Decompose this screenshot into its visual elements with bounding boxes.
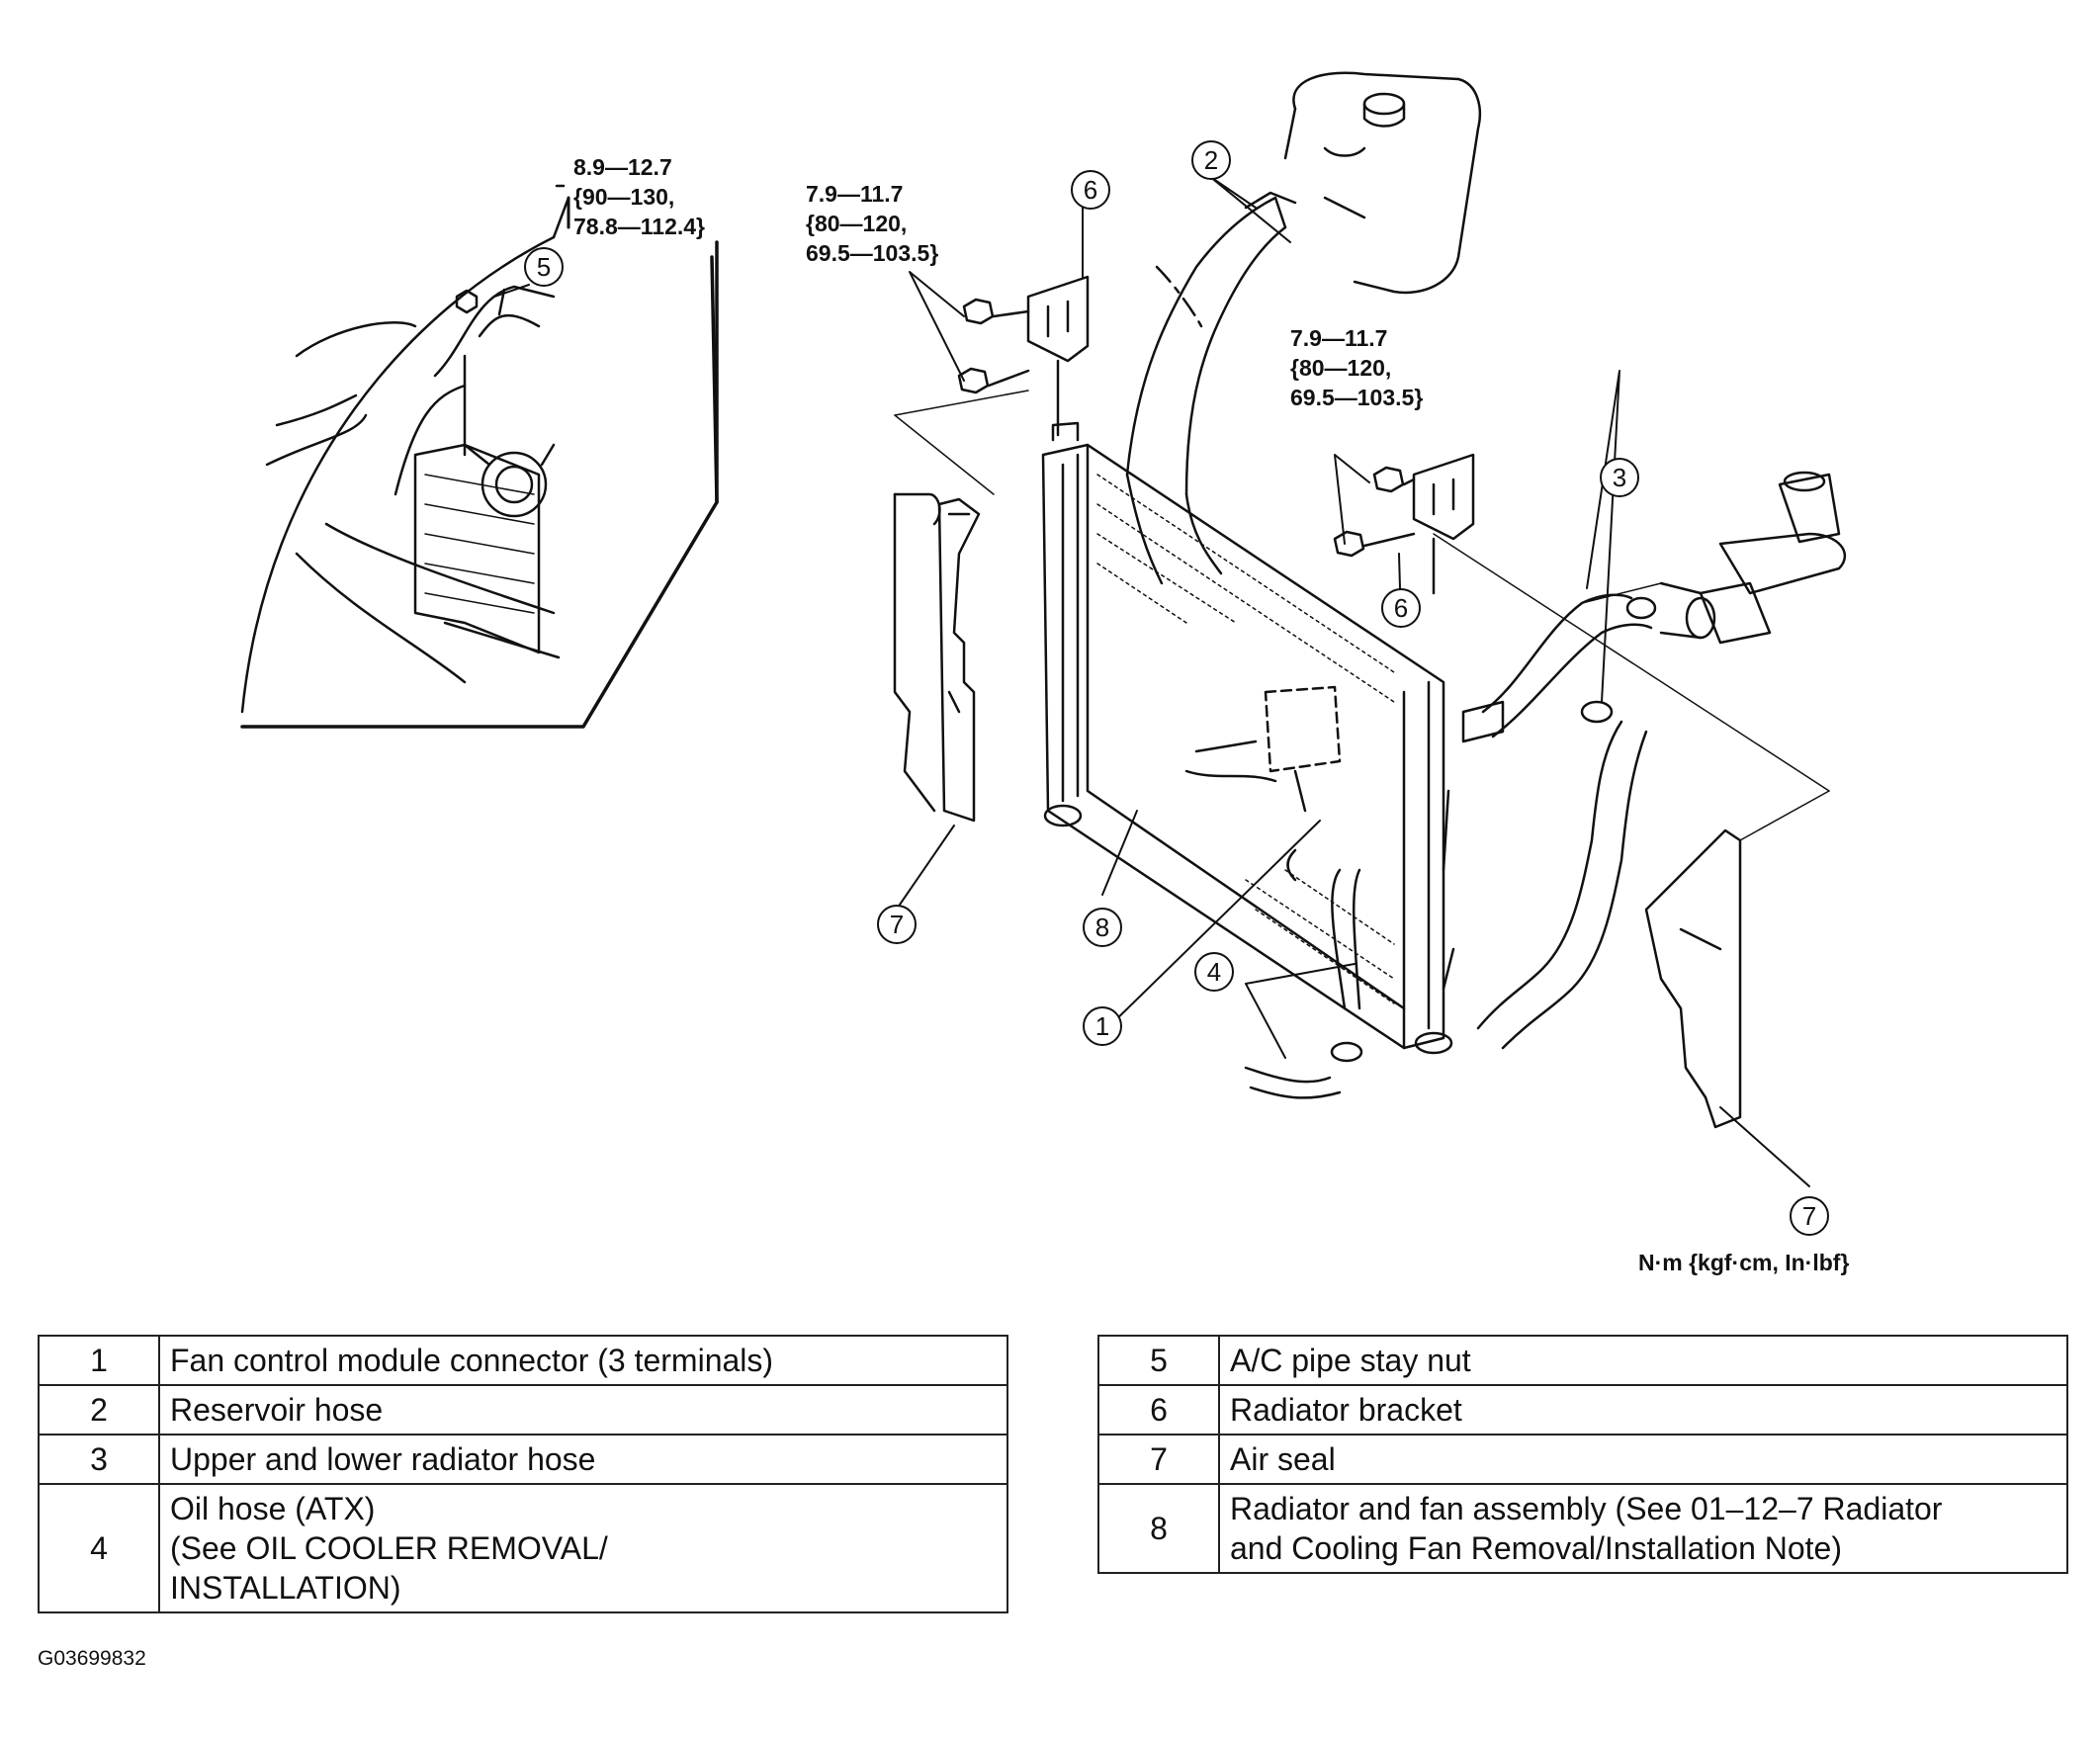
legend-number: 7: [1097, 1434, 1220, 1485]
torque-spec-ac-pipe-nut: 8.9—12.7 {90—130, 78.8—112.4}: [573, 154, 706, 239]
legend-number: 8: [1097, 1483, 1220, 1574]
air-seal-left: [893, 492, 981, 823]
legend-number: 6: [1097, 1384, 1220, 1436]
legend-description: Reservoir hose: [158, 1384, 1008, 1436]
legend-description: Radiator and fan assembly (See 01–12–7 R…: [1218, 1483, 2068, 1574]
radiator-bracket-upper-left: [957, 275, 1090, 437]
legend-number: 5: [1097, 1335, 1220, 1386]
oil-hose: [1244, 848, 1363, 1099]
legend-number: 4: [38, 1483, 160, 1613]
reservoir-hose: [1125, 191, 1297, 585]
legend-description: Fan control module connector (3 terminal…: [158, 1335, 1008, 1386]
legend-number: 2: [38, 1384, 160, 1436]
alignment-lines: [894, 390, 1830, 841]
legend-description: Air seal: [1218, 1434, 2068, 1485]
callout-8: 8: [1083, 908, 1122, 947]
radiator-hoses: [1476, 593, 1657, 1050]
callout-2: 2: [1191, 140, 1231, 180]
leader-lines: [493, 175, 1810, 1187]
callout-3: 3: [1600, 458, 1639, 497]
callout-4: 4: [1194, 952, 1234, 992]
callout-7-right: 7: [1790, 1196, 1829, 1236]
torque-spec-bracket-left: 7.9—11.7 {80—120, 69.5—103.5}: [806, 181, 939, 266]
figure-id: G03699832: [38, 1647, 146, 1670]
legend-number: 1: [38, 1335, 160, 1386]
legend-description: Radiator bracket: [1218, 1384, 2068, 1436]
callout-6-lower: 6: [1381, 588, 1421, 628]
callout-5: 5: [524, 247, 564, 287]
callout-6-upper: 6: [1071, 170, 1110, 210]
legend-description: Upper and lower radiator hose: [158, 1434, 1008, 1485]
radiator-bracket-upper-right: [1333, 453, 1475, 595]
inset-car-front: [240, 196, 719, 729]
reservoir-tank: [1283, 71, 1482, 295]
thermostat-housing: [1659, 471, 1846, 645]
air-seal-right: [1644, 828, 1742, 1129]
radiator-assembly: [1041, 421, 1505, 1055]
torque-spec-bracket-right: 7.9—11.7 {80—120, 69.5—103.5}: [1290, 325, 1424, 410]
legend-number: 3: [38, 1434, 160, 1485]
legend-description: Oil hose (ATX) (See OIL COOLER REMOVAL/ …: [158, 1483, 1008, 1613]
legend-description: A/C pipe stay nut: [1218, 1335, 2068, 1386]
callout-1: 1: [1083, 1006, 1122, 1046]
callout-7-left: 7: [877, 905, 917, 944]
torque-units-label: N·m {kgf·cm, In·lbf}: [1638, 1250, 1850, 1275]
